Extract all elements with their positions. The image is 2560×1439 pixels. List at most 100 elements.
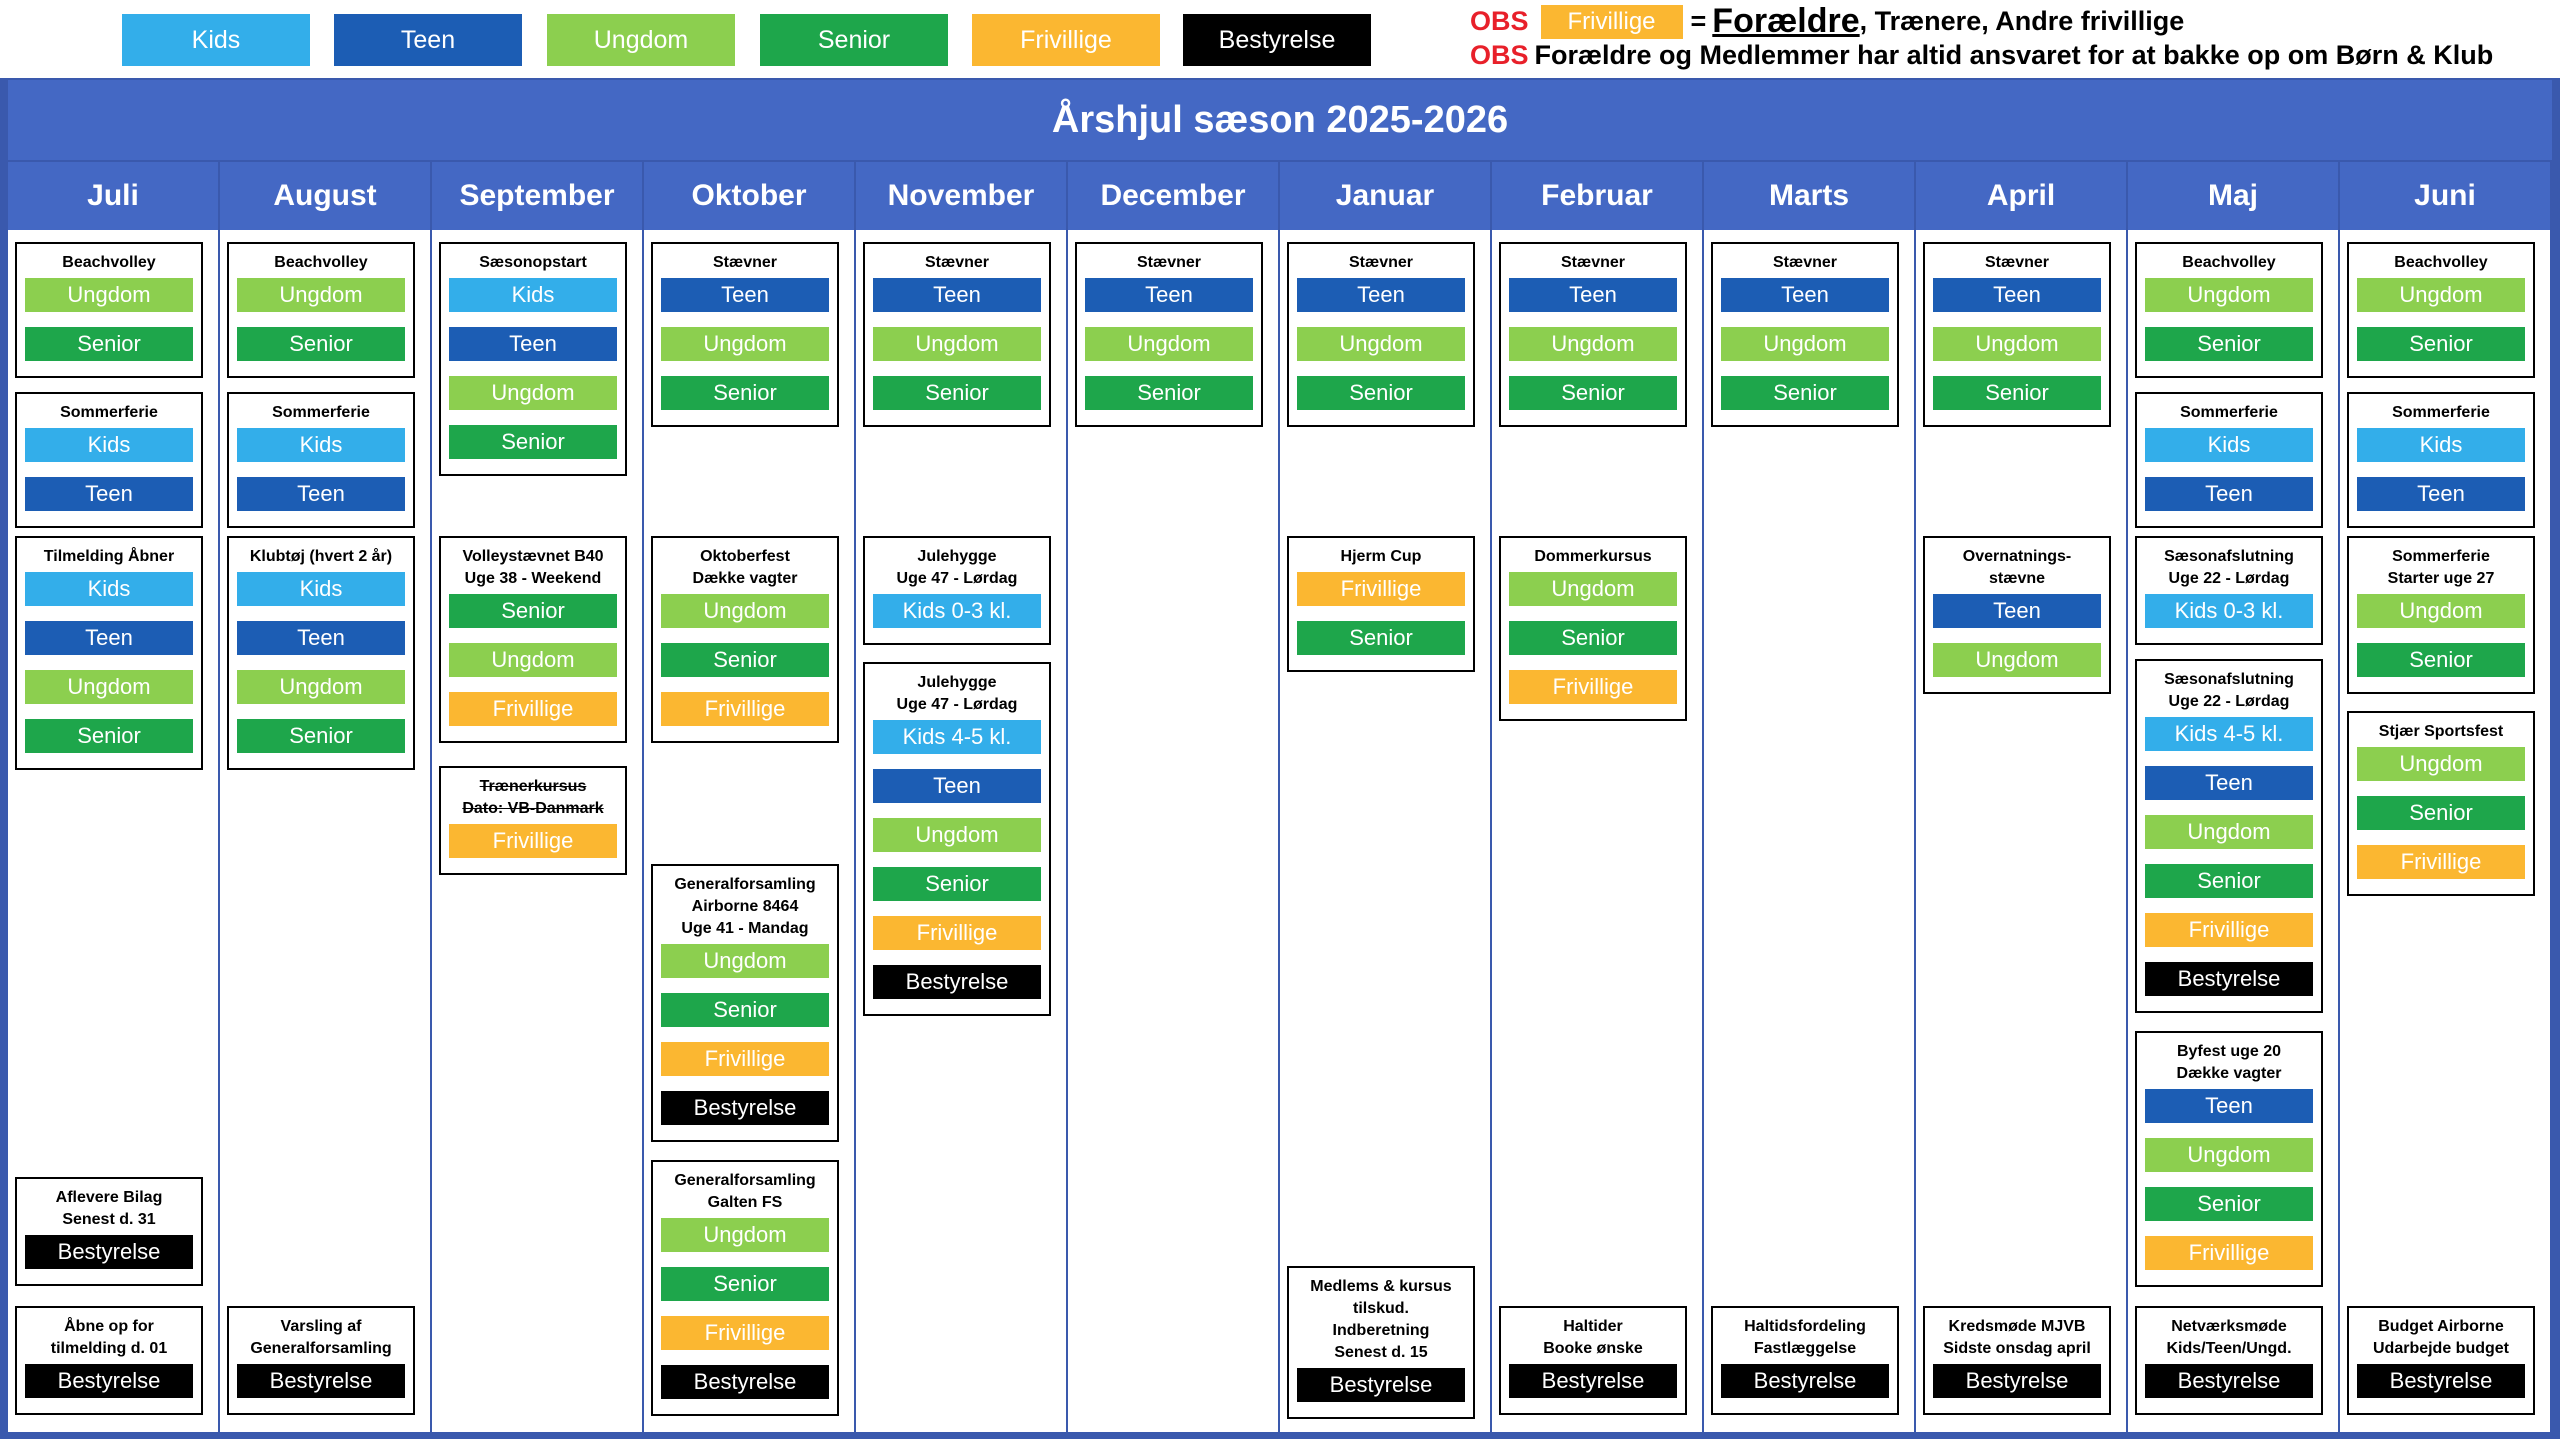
group-tag-senior: Senior [2145,864,2313,898]
group-tag-kids-4-5-kl: Kids 4-5 kl. [2145,717,2313,751]
group-tag-senior: Senior [661,643,829,677]
group-tag-ungdom: Ungdom [1297,327,1465,361]
group-tag-teen: Teen [873,278,1041,312]
group-tag-senior: Senior [2357,327,2525,361]
group-tag-frivillige: Frivillige [1297,572,1465,606]
group-tag-senior: Senior [237,327,405,361]
group-tag-senior: Senior [661,376,829,410]
group-tag-teen: Teen [1085,278,1253,312]
group-tag-bestyrelse: Bestyrelse [2145,1364,2313,1398]
group-tag-bestyrelse: Bestyrelse [1721,1364,1889,1398]
group-tag-teen: Teen [237,621,405,655]
group-tag-bestyrelse: Bestyrelse [661,1365,829,1399]
group-tag-ungdom: Ungdom [449,643,617,677]
group-tag-kids: Kids [449,278,617,312]
group-tag-ungdom: Ungdom [1509,572,1677,606]
event-title: Hjerm Cup [1340,548,1422,565]
group-tag-ungdom: Ungdom [2145,815,2313,849]
month-header: August [220,162,430,230]
month-header: Juni [2340,162,2550,230]
group-tag-bestyrelse: Bestyrelse [1297,1368,1465,1402]
legend-teen: Teen [334,14,522,66]
group-tag-senior: Senior [449,425,617,459]
event-title: Klubtøj (hvert 2 år) [249,548,393,565]
group-tag-frivillige: Frivillige [873,916,1041,950]
event-title: Overnatnings-stævne [1962,548,2072,587]
group-tag-frivillige: Frivillige [661,692,829,726]
group-tag-bestyrelse: Bestyrelse [1509,1364,1677,1398]
group-tag-ungdom: Ungdom [2357,278,2525,312]
group-tag-kids: Kids [25,428,193,462]
group-tag-senior: Senior [2357,643,2525,677]
event-title: Dommerkursus [1534,548,1652,565]
group-tag-ungdom: Ungdom [873,327,1041,361]
month-header: December [1068,162,1278,230]
group-tag-ungdom: Ungdom [1085,327,1253,361]
group-tag-senior: Senior [2357,796,2525,830]
group-tag-ungdom: Ungdom [661,327,829,361]
group-tag-ungdom: Ungdom [661,594,829,628]
legend-senior: Senior [760,14,948,66]
group-tag-frivillige: Frivillige [449,824,617,858]
obs-equals: = [1690,6,1707,36]
group-tag-senior: Senior [873,867,1041,901]
group-tag-teen: Teen [2145,766,2313,800]
group-tag-frivillige: Frivillige [661,1042,829,1076]
group-tag-senior: Senior [1085,376,1253,410]
group-tag-kids: Kids [2145,428,2313,462]
month-header: Oktober [644,162,854,230]
group-tag-ungdom: Ungdom [1933,327,2101,361]
group-tag-teen: Teen [2145,477,2313,511]
group-tag-senior: Senior [1721,376,1889,410]
event-title: Stævner [924,254,990,271]
event-title: Beachvolley [274,254,368,271]
group-tag-senior: Senior [237,719,405,753]
group-tag-kids-4-5-kl: Kids 4-5 kl. [873,720,1041,754]
obs-label-2: OBS [1470,40,1529,70]
obs-label: OBS [1470,6,1529,36]
group-tag-ungdom: Ungdom [25,278,193,312]
event-title: Beachvolley [62,254,156,271]
group-tag-teen: Teen [661,278,829,312]
group-tag-frivillige: Frivillige [449,692,617,726]
event-title: Sommerferie [2392,404,2490,421]
obs-note-2: OBS Forældre og Medlemmer har altid ansv… [1470,40,2493,71]
